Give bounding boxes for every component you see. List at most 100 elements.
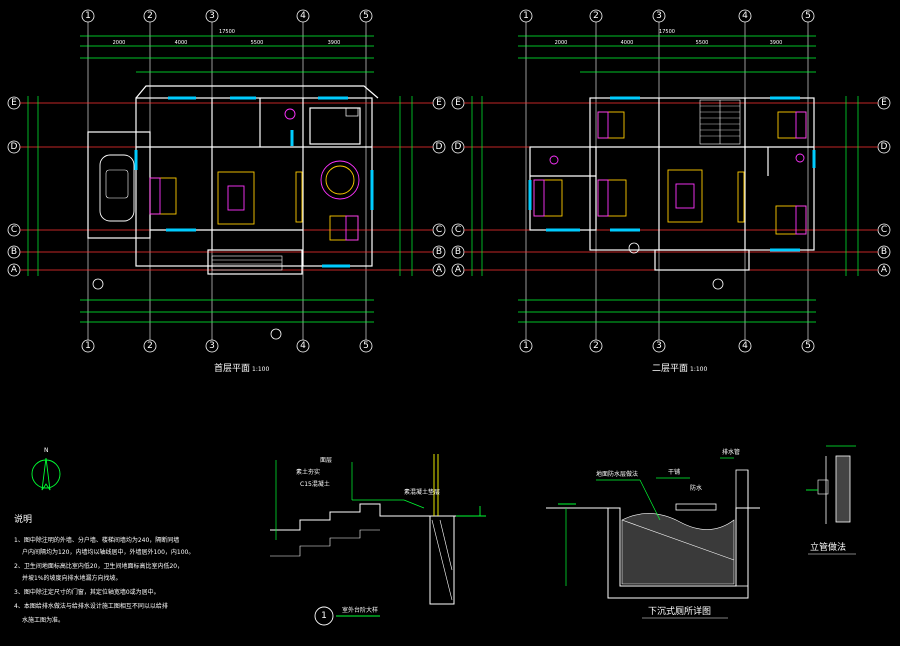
axis-label: D	[455, 142, 462, 152]
axis-label: 2	[593, 341, 599, 351]
toilet-icon	[549, 155, 559, 165]
svg-text:面层: 面层	[320, 457, 332, 464]
axis-bubbles-bottom-left: 1 2 3 4 5	[81, 339, 373, 353]
axis-label: 2	[147, 11, 153, 21]
axis-label: 2	[147, 341, 153, 351]
north-arrow-icon: N	[31, 447, 61, 491]
detail-number: 1	[321, 611, 327, 621]
furniture-right	[533, 111, 807, 235]
general-notes: 说明 1、图中除注明的外墙、分户墙、楼梯间墙均为240，隔断同墙 户内间隔均为1…	[14, 513, 194, 624]
sofa-icon	[667, 169, 703, 223]
note-line: 2、卫生间地面标高比室内低20，卫生间地面标高比室内低20，	[14, 562, 183, 570]
axis-label: 4	[300, 11, 306, 21]
axis-lines-right	[464, 22, 878, 340]
axis-label: C	[455, 225, 461, 235]
svg-text:地面防水层做法: 地面防水层做法	[596, 470, 638, 478]
bed-icon	[777, 111, 807, 139]
svg-text:素混凝土垫层: 素混凝土垫层	[404, 488, 440, 496]
dimension-lines-top-left: 17500 2000 4000 5500 3900	[27, 29, 413, 323]
dimension-text: 2000	[555, 40, 568, 46]
plan-caption: 首层平面	[214, 362, 250, 374]
dimension-text: 5500	[251, 40, 264, 46]
axis-label: E	[881, 98, 887, 108]
note-line: 户内间隔均为120，内墙均以轴线居中，外墙居外100，内100。	[22, 548, 194, 556]
axis-label: B	[881, 247, 887, 257]
windows-right	[528, 96, 816, 252]
section-marker-right	[628, 242, 724, 290]
svg-text:干铺: 干铺	[668, 468, 680, 476]
axis-label: 1	[523, 11, 529, 21]
walls-right	[529, 97, 815, 271]
axis-label: C	[436, 225, 442, 235]
axis-label: 2	[593, 11, 599, 21]
axis-label: B	[436, 247, 442, 257]
axis-bubbles-bottom-right: 1 2 3 4 5	[519, 339, 815, 353]
axis-label: D	[11, 142, 18, 152]
dimension-text: 4000	[621, 40, 634, 46]
total-dimension: 17500	[219, 29, 235, 35]
axis-label: E	[11, 98, 17, 108]
second-floor-plan: 1 2 3 4 5 1 2 3 4 5 E D C B A E D C B A	[451, 9, 891, 374]
axis-label: E	[455, 98, 461, 108]
note-line: 3、图中除注定尺寸的门窗，其定位轴宽墙0或为居中。	[14, 588, 160, 596]
svg-text:排水管: 排水管	[722, 448, 740, 456]
axis-label: A	[436, 265, 443, 275]
axis-label: E	[436, 98, 442, 108]
axis-label: A	[881, 265, 888, 275]
axis-label: 1	[85, 11, 91, 21]
axis-label: 3	[656, 11, 662, 21]
bed-icon	[149, 177, 177, 215]
walls-left	[87, 85, 379, 275]
axis-label: A	[11, 265, 18, 275]
axis-label: B	[455, 247, 461, 257]
axis-label: C	[11, 225, 17, 235]
svg-text:N: N	[44, 447, 49, 454]
axis-label: 3	[209, 11, 215, 21]
note-line: 并坡1%的坡度向排水地漏方向找坡。	[22, 574, 122, 582]
axis-label: 1	[85, 341, 91, 351]
detail-label: 立管做法	[810, 541, 846, 553]
axis-label: 4	[742, 341, 748, 351]
dimension-text: 5500	[696, 40, 709, 46]
total-dimension: 17500	[659, 29, 675, 35]
note-line: 4、本图给排水做法与给排水设计施工图相互不同以以给排	[14, 602, 168, 610]
sunken-toilet-detail: 地面防水层做法 干铺 排水管 防水 下沉式厕所详图	[546, 448, 760, 619]
note-line: 1、图中除注明的外墙、分户墙、楼梯间墙均为240，隔断同墙	[14, 536, 179, 544]
sofa-icon	[217, 171, 255, 225]
exterior-steps-detail: 面层 素土夯实 C15混凝土 素混凝土垫层 1 室外台阶大样	[270, 454, 486, 626]
plan-scale: 1:100	[690, 366, 707, 373]
detail-label: 室外台阶大样	[342, 606, 378, 614]
axis-label: 1	[523, 341, 529, 351]
axis-label: 5	[805, 11, 811, 21]
furniture-left	[149, 107, 360, 241]
toilet-icon	[284, 108, 296, 120]
dimension-lines-top-right: 17500 2000 4000 5500 3900	[471, 29, 859, 323]
svg-text:C15混凝土: C15混凝土	[300, 480, 330, 488]
svg-text:素土夯实: 素土夯实	[296, 468, 320, 476]
dimension-text: 3900	[328, 40, 341, 46]
plan-caption: 二层平面	[652, 363, 688, 374]
axis-label: D	[436, 142, 443, 152]
plan-scale: 1:100	[252, 366, 269, 373]
windows-left	[134, 96, 374, 268]
staircase-icon	[699, 99, 741, 145]
riser-detail: 立管做法	[806, 445, 856, 555]
axis-bubbles-top-left: 1 2 3 4 5	[81, 9, 373, 23]
axis-label: 4	[300, 341, 306, 351]
bed-icon	[329, 215, 359, 241]
dimension-text: 2000	[113, 40, 126, 46]
axis-label: 3	[656, 341, 662, 351]
axis-label: A	[455, 265, 462, 275]
bed-icon	[533, 179, 563, 217]
axis-label: 4	[742, 11, 748, 21]
axis-bubbles-top-right: 1 2 3 4 5	[519, 9, 815, 23]
entry-steps-left	[211, 255, 283, 271]
detail-label: 下沉式厕所详图	[648, 605, 711, 617]
bed-icon	[597, 179, 627, 217]
axis-label: C	[881, 225, 887, 235]
notes-heading: 说明	[14, 513, 32, 525]
svg-text:防水: 防水	[690, 484, 702, 492]
axis-label: 5	[363, 341, 369, 351]
dimension-text: 4000	[175, 40, 188, 46]
